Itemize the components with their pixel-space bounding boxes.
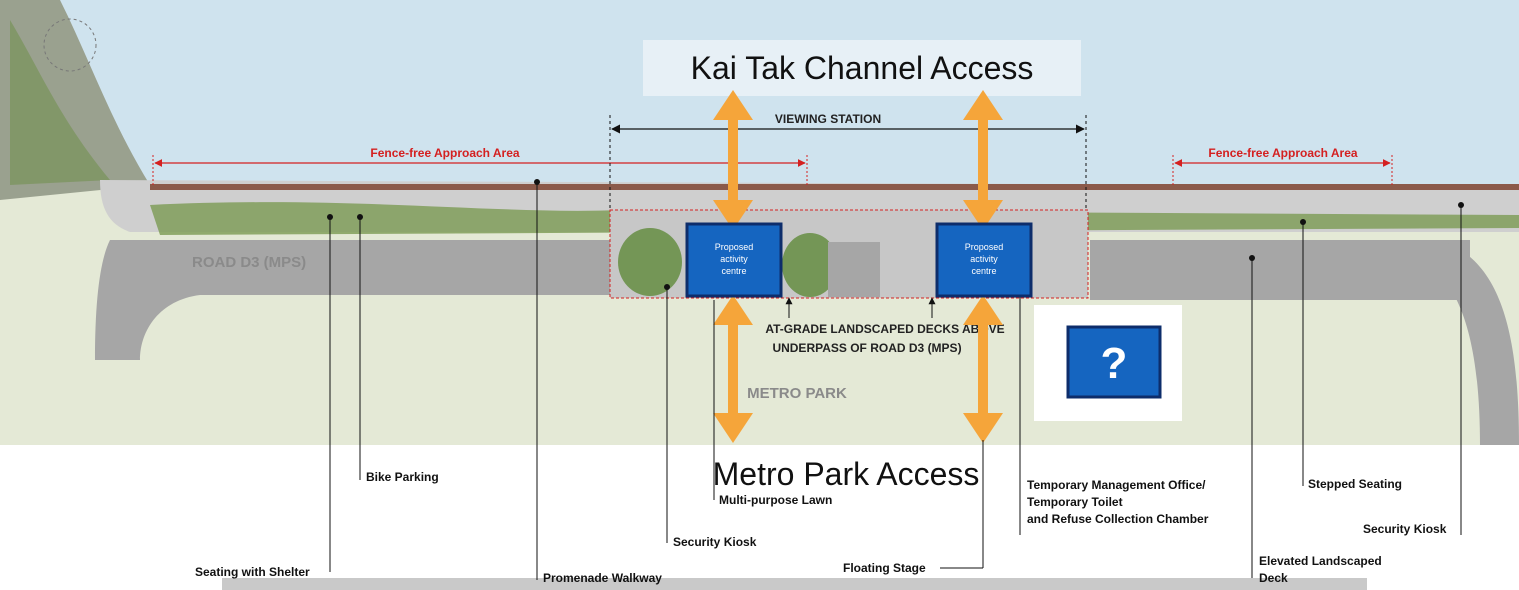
leader-lines bbox=[329, 182, 1462, 580]
fence-free-label-right: Fence-free Approach Area bbox=[1208, 146, 1357, 160]
leader-dots bbox=[327, 179, 1464, 290]
coast-left-green bbox=[10, 20, 110, 185]
arrow-metro-left-head-top bbox=[713, 295, 753, 325]
bottom-bar bbox=[222, 578, 1367, 590]
label-security-kiosk-1: Security Kiosk bbox=[673, 535, 757, 549]
arrow-metro-right-head-bot bbox=[963, 413, 1003, 443]
activity-centre-2-l2: activity bbox=[970, 254, 998, 264]
activity-centre-2 bbox=[935, 222, 1033, 298]
activity-centre-1 bbox=[685, 222, 783, 298]
label-temp-office-2: Temporary Toilet bbox=[1027, 495, 1123, 509]
fence-free-label-left: Fence-free Approach Area bbox=[370, 146, 519, 160]
label-security-kiosk-2: Security Kiosk bbox=[1363, 522, 1447, 536]
activity-centre-1-l1: Proposed bbox=[715, 242, 754, 252]
water-area bbox=[0, 0, 1519, 200]
decks-label-2: UNDERPASS OF ROAD D3 (MPS) bbox=[772, 341, 961, 355]
decks-label-1: AT-GRADE LANDSCAPED DECKS ABOVE bbox=[765, 322, 1004, 336]
road-d3 bbox=[95, 240, 610, 360]
arrow-metro-right-head-top bbox=[963, 295, 1003, 325]
activity-centre-2-l3: centre bbox=[971, 266, 996, 276]
arrow-kai-tak-right-head-top bbox=[963, 90, 1003, 120]
promenade-edge bbox=[150, 184, 1519, 190]
tree-cluster-2 bbox=[782, 233, 838, 297]
label-stepped-seating: Stepped Seating bbox=[1308, 477, 1402, 491]
arrow-kai-tak-left-head-bot bbox=[713, 200, 753, 230]
question-box bbox=[1066, 325, 1162, 399]
road-right bbox=[1090, 240, 1470, 300]
activity-centre-2-l1: Proposed bbox=[965, 242, 1004, 252]
arrow-metro-left-head-bot bbox=[713, 413, 753, 443]
kai-tak-title-bg bbox=[643, 40, 1081, 96]
activity-centre-1-l2: activity bbox=[720, 254, 748, 264]
road-curve-right bbox=[1420, 240, 1519, 445]
label-elevated-2: Deck bbox=[1259, 571, 1288, 585]
kai-tak-title: Kai Tak Channel Access bbox=[691, 50, 1034, 86]
tree-cluster-1 bbox=[618, 228, 682, 296]
question-mark: ? bbox=[1101, 339, 1128, 388]
metro-title: Metro Park Access bbox=[713, 456, 980, 492]
label-seating-shelter: Seating with Shelter bbox=[195, 565, 310, 579]
metro-title-bg bbox=[668, 445, 1012, 493]
label-temp-office-3: and Refuse Collection Chamber bbox=[1027, 512, 1209, 526]
viewing-station-label: VIEWING STATION bbox=[775, 112, 881, 126]
arrow-kai-tak-right-head-bot bbox=[963, 200, 1003, 230]
road-piece bbox=[828, 242, 880, 297]
lookout-circle bbox=[43, 18, 97, 72]
access-arrows bbox=[713, 90, 1003, 443]
label-bike-parking: Bike Parking bbox=[366, 470, 439, 484]
activity-centre-1-l3: centre bbox=[721, 266, 746, 276]
road-label: ROAD D3 (MPS) bbox=[192, 254, 306, 271]
metro-park-label: METRO PARK bbox=[747, 385, 847, 402]
label-promenade: Promenade Walkway bbox=[543, 571, 662, 585]
label-floating-stage: Floating Stage bbox=[843, 561, 926, 575]
label-elevated-1: Elevated Landscaped bbox=[1259, 554, 1382, 568]
arrow-kai-tak-left-head-top bbox=[713, 90, 753, 120]
label-temp-office-1: Temporary Management Office/ bbox=[1027, 478, 1206, 492]
label-lawn: Multi-purpose Lawn bbox=[719, 493, 832, 507]
